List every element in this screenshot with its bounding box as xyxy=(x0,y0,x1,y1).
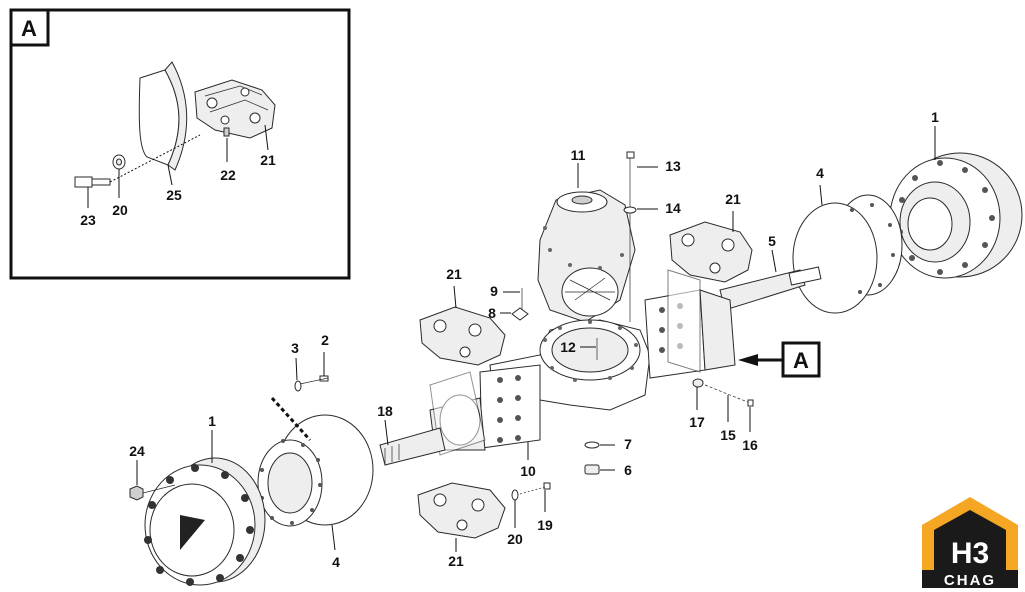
brake-disc-segment xyxy=(138,61,188,171)
bolt-2 xyxy=(299,375,329,385)
callout-18: 18 xyxy=(377,403,393,419)
callout-6: 6 xyxy=(624,462,632,478)
nut-24 xyxy=(129,484,176,501)
callout-16: 16 xyxy=(742,437,758,453)
callout-21-bottom: 21 xyxy=(448,553,464,569)
brake-disc-right xyxy=(792,194,903,314)
callout-1-right: 1 xyxy=(931,109,939,125)
bolt-19 xyxy=(519,482,551,495)
brake-caliper-detail xyxy=(194,79,276,139)
axle-shaft-left xyxy=(379,427,446,466)
logo-monogram: H3 xyxy=(951,537,989,570)
bolt-16 xyxy=(747,399,754,407)
callout-1-left: 1 xyxy=(208,413,216,429)
callout-20-main: 20 xyxy=(507,531,523,547)
callout-2: 2 xyxy=(321,332,329,348)
differential-bolt xyxy=(626,151,635,322)
callout-14: 14 xyxy=(665,200,681,216)
callout-15: 15 xyxy=(720,427,736,443)
callout-13: 13 xyxy=(665,158,681,174)
fitting-17 xyxy=(692,378,704,388)
brake-caliper-middle-left xyxy=(419,306,506,366)
callout-21-detail: 21 xyxy=(260,152,276,168)
detail-view-a: A 21 22 xyxy=(9,8,351,280)
callout-25: 25 xyxy=(166,187,182,203)
brake-caliper-top-right xyxy=(669,221,753,283)
callout-3: 3 xyxy=(291,340,299,356)
axle-housing xyxy=(429,269,736,456)
callout-24: 24 xyxy=(129,443,145,459)
differential-washer xyxy=(623,206,637,214)
bleeder-screw-detail xyxy=(223,127,230,137)
brake-caliper-bottom xyxy=(417,482,506,539)
differential-carrier xyxy=(537,189,636,323)
drain-plug xyxy=(584,464,600,475)
brand-logo: H3 CHAG xyxy=(922,497,1018,589)
washer-3 xyxy=(294,380,302,392)
callout-19: 19 xyxy=(537,517,553,533)
washer-detail xyxy=(112,154,126,170)
callout-23: 23 xyxy=(80,212,96,228)
callout-4-left: 4 xyxy=(332,554,340,570)
wheel-hub-left xyxy=(144,457,266,586)
callout-7: 7 xyxy=(624,436,632,452)
callout-17: 17 xyxy=(689,414,705,430)
gasket-plate xyxy=(511,307,529,321)
detail-label-box xyxy=(9,8,50,47)
callout-21-top: 21 xyxy=(725,191,741,207)
drain-plug-seal xyxy=(584,441,600,449)
wheel-hub-right xyxy=(889,152,1023,279)
callout-4-right: 4 xyxy=(816,165,824,181)
callout-22: 22 xyxy=(220,167,236,183)
callout-21-left: 21 xyxy=(446,266,462,282)
callout-12: 12 xyxy=(560,339,576,355)
logo-brand: CHAG xyxy=(944,572,996,589)
washer-20 xyxy=(511,489,519,501)
view-ref-label: A xyxy=(793,348,809,373)
callout-5: 5 xyxy=(768,233,776,249)
bolt-detail xyxy=(74,176,111,188)
callout-10: 10 xyxy=(520,463,536,479)
callout-20-detail: 20 xyxy=(112,202,128,218)
callout-9: 9 xyxy=(490,283,498,299)
brake-disc-left xyxy=(257,414,374,527)
view-a-reference: A xyxy=(738,341,821,378)
detail-label: A xyxy=(21,16,37,41)
callout-8: 8 xyxy=(488,305,496,321)
callout-11: 11 xyxy=(571,147,586,163)
